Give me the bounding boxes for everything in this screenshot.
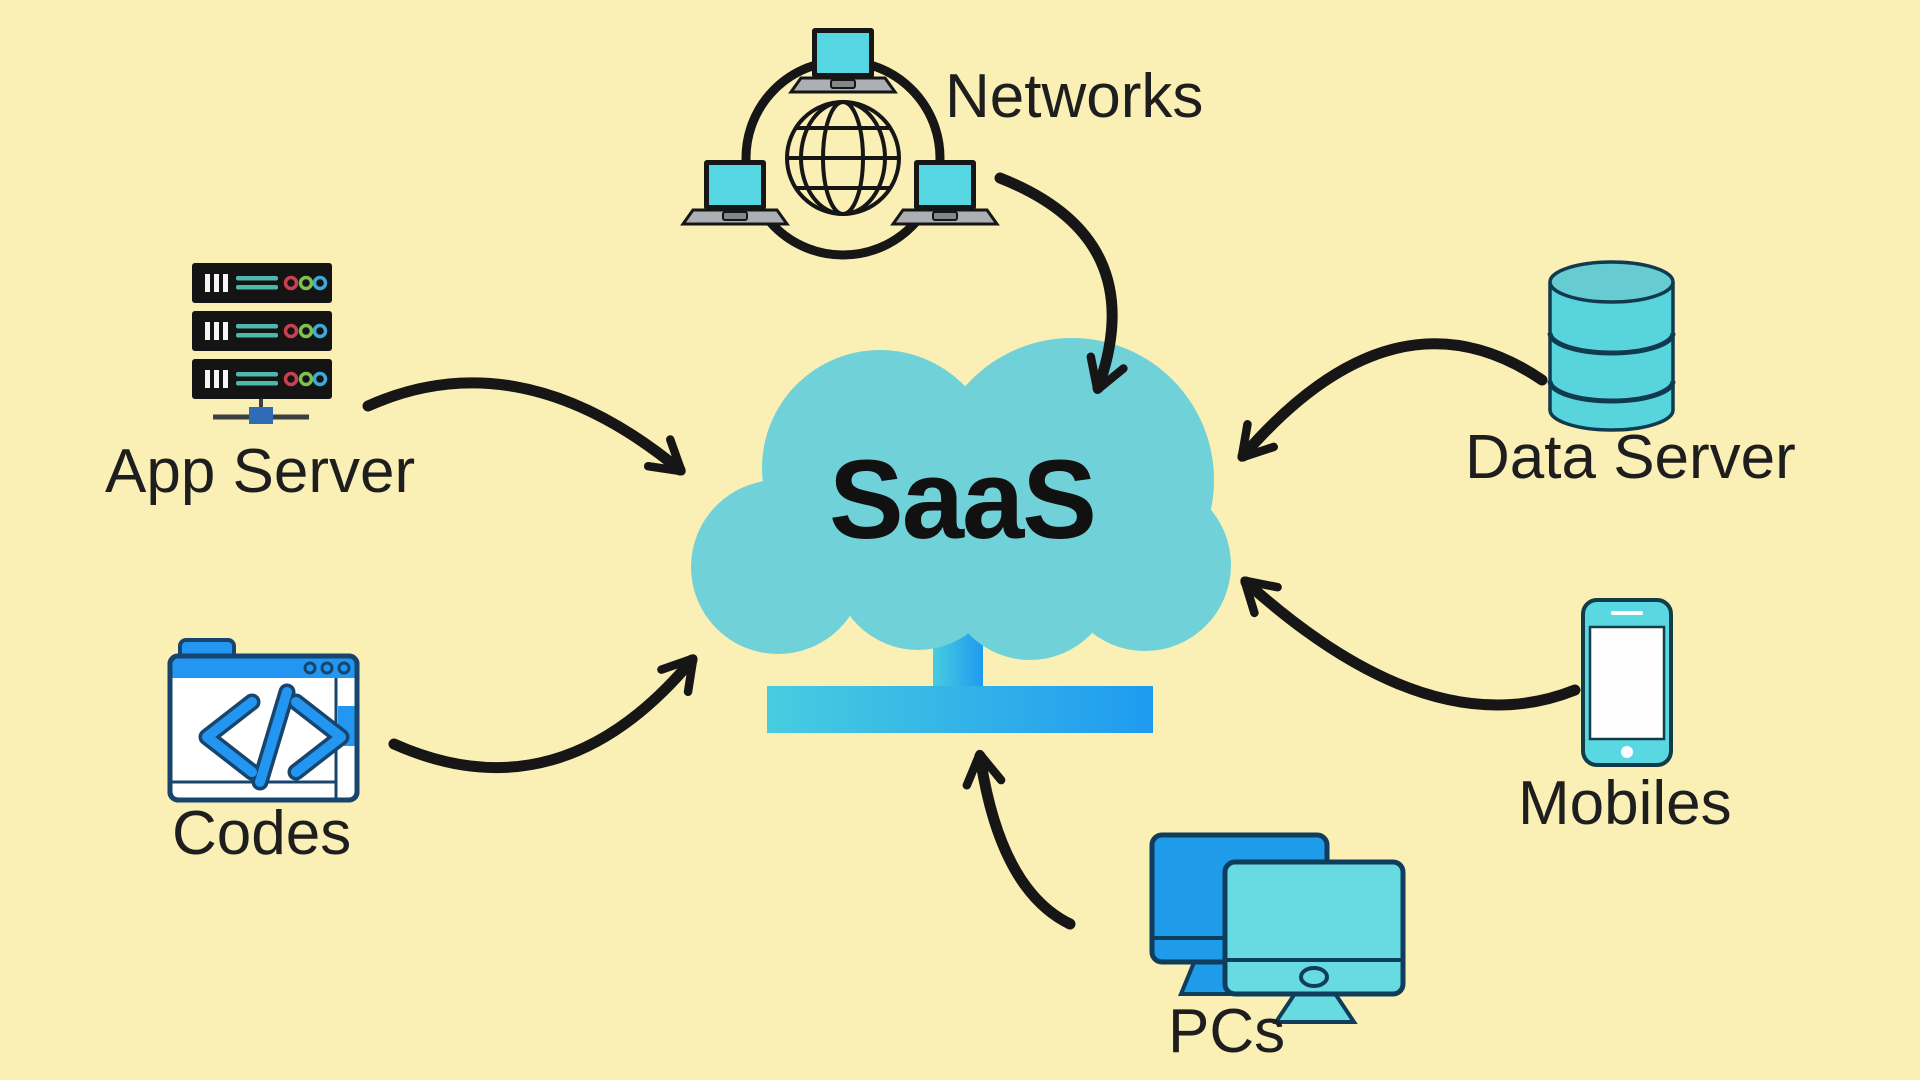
arrow-codes-to-saas (388, 654, 698, 774)
arrow-networks-to-saas (994, 172, 1128, 395)
code-window-icon (167, 638, 360, 803)
diagram-arrows (362, 172, 1581, 930)
arrow-pcs-to-saas (962, 749, 1076, 930)
arrow-mobiles-to-saas (1240, 576, 1581, 711)
network-globe-icon (681, 26, 999, 260)
server-rack-icon (190, 261, 334, 424)
saas-cloud-title: SaaS (829, 437, 1097, 562)
database-icon (1547, 260, 1676, 432)
arrow-appserver-to-saas (362, 377, 686, 476)
app-server-label: App Server (105, 437, 416, 506)
mobiles-label: Mobiles (1518, 769, 1732, 838)
pcs-label: PCs (1168, 997, 1286, 1066)
networks-label: Networks (945, 62, 1204, 131)
codes-label: Codes (172, 799, 352, 868)
data-server-label: Data Server (1465, 423, 1796, 492)
smartphone-icon (1581, 598, 1673, 767)
arrow-dataserver-to-saas (1237, 338, 1548, 462)
saas-cloud-icon (691, 338, 1231, 660)
desktop-monitors-icon (1149, 832, 1406, 1024)
